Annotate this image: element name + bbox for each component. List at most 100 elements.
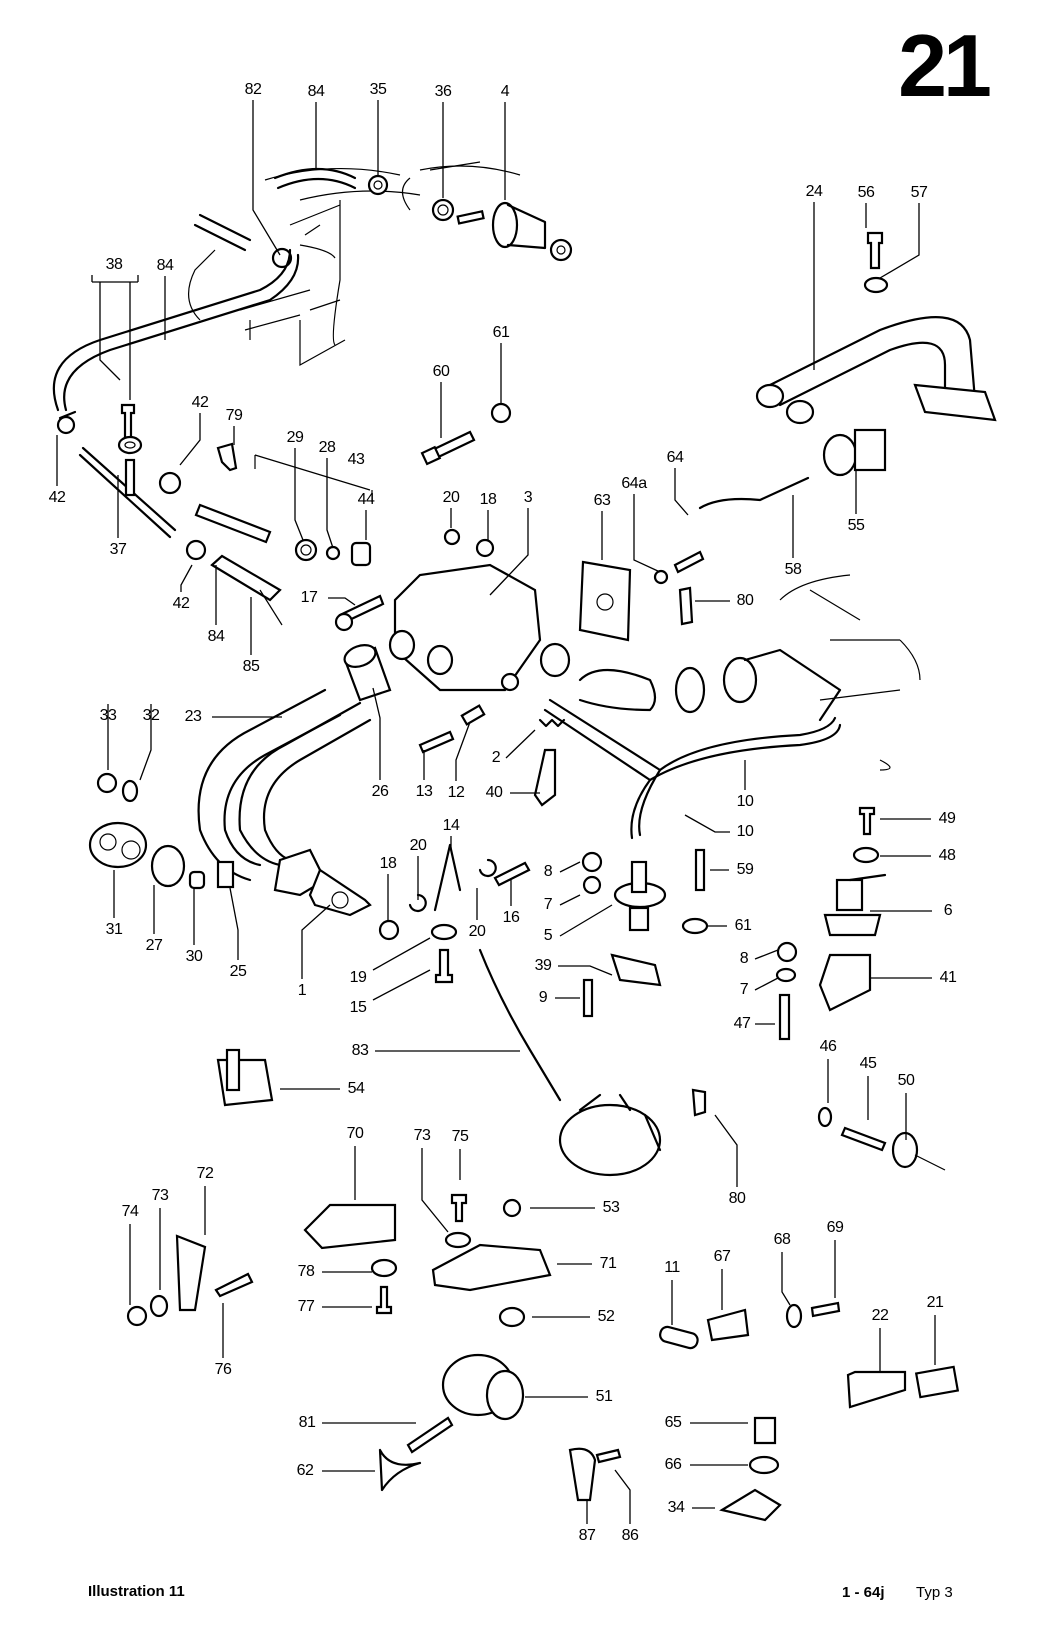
callout-label: 76 [214, 1361, 232, 1378]
page-number: 21 [898, 16, 992, 115]
callout-label: 50 [897, 1072, 915, 1089]
callout-label: 20 [442, 489, 460, 506]
hose-58 [698, 476, 810, 510]
bolt-16 [493, 861, 531, 887]
callout-label: 30 [185, 948, 203, 965]
callout-label: 77 [297, 1298, 315, 1315]
seal-36 [401, 161, 485, 225]
nut-74 [126, 1305, 148, 1327]
callout-label: 85 [242, 658, 260, 675]
clamp-42 [56, 410, 77, 435]
callout-label: 13 [415, 783, 433, 800]
callout-label: 79 [225, 407, 243, 424]
callout-label: 63 [593, 492, 611, 509]
hose-connector [578, 648, 842, 722]
washer-48 [852, 846, 880, 864]
screw-77 [375, 1285, 393, 1315]
leader-lines [56, 100, 936, 1524]
washer-73b [444, 1231, 472, 1249]
callout-label: 42 [48, 489, 66, 506]
bolt-15 [434, 948, 454, 984]
callout-label: 25 [229, 963, 247, 980]
lever-87 [568, 1447, 597, 1502]
callout-label: 61 [492, 324, 510, 341]
bracket-14 [433, 843, 462, 912]
gasket-11 [659, 1325, 699, 1350]
callout-label: 11 [664, 1259, 680, 1276]
callout-label: 59 [736, 861, 754, 878]
callout-label: 26 [371, 783, 389, 800]
callout-label: 80 [736, 592, 754, 609]
callout-label: 6 [943, 902, 953, 919]
callout-label: 62 [296, 1462, 314, 1479]
callout-label: 40 [485, 784, 503, 801]
callout-label: 84 [307, 83, 325, 100]
callout-label: 73 [151, 1187, 169, 1204]
callout-label: 78 [297, 1263, 315, 1280]
callout-label: 61 [734, 917, 752, 934]
washer-7 [582, 875, 602, 895]
washer-73 [149, 1294, 169, 1318]
bracket-22 [846, 1370, 907, 1409]
sleeve-30 [188, 870, 206, 890]
callout-label: 34 [667, 1499, 685, 1516]
module-63 [578, 560, 632, 642]
washer-19 [430, 923, 458, 941]
callout-label: 41 [939, 969, 957, 986]
callout-label: 64 [666, 449, 684, 466]
bracket-34 [719, 1488, 782, 1522]
brush-81 [406, 1416, 454, 1454]
sensor-59 [694, 848, 706, 892]
connector-80b [691, 1088, 707, 1117]
callout-label: 10 [736, 823, 754, 840]
callout-label: 56 [857, 184, 875, 201]
hose-84-long [52, 248, 300, 412]
pin-12 [460, 704, 486, 726]
housing-3 [388, 563, 571, 692]
callout-label: 73 [413, 1127, 431, 1144]
nut-35 [367, 174, 389, 196]
callout-label: 9 [538, 989, 548, 1006]
callout-label: 10 [736, 793, 754, 810]
callout-label: 20 [409, 837, 427, 854]
engine-housing-outline [188, 165, 521, 367]
callout-label: 19 [349, 969, 367, 986]
washer-64a [653, 569, 669, 585]
screw-64 [673, 550, 705, 574]
washer-78 [370, 1258, 398, 1278]
clamp-42b [158, 471, 207, 561]
hose-84-upper [273, 167, 357, 190]
callout-label: 82 [244, 81, 262, 98]
cable-83 [478, 948, 562, 1102]
bracket-79 [216, 442, 238, 472]
callout-label: 27 [145, 937, 163, 954]
callout-label: 15 [349, 999, 367, 1016]
valve-6 [823, 873, 887, 937]
bracket-80 [678, 586, 694, 626]
bolt-17 [334, 594, 385, 632]
plate-71 [431, 1243, 552, 1292]
part-5 [613, 860, 667, 932]
pipe-24 [755, 316, 997, 425]
washer-66 [748, 1455, 780, 1475]
nut-33 [96, 772, 118, 794]
callout-label: 65 [664, 1414, 682, 1431]
callout-label: 84 [156, 257, 174, 274]
washer-20 [443, 528, 461, 546]
sleeve-85 [210, 554, 283, 626]
hose-10 [543, 698, 842, 840]
callout-label: 7 [543, 896, 553, 913]
callout-label: 29 [286, 429, 304, 446]
callout-label: 17 [300, 589, 318, 606]
plate-21 [914, 1365, 960, 1399]
callout-label: 7 [739, 981, 749, 998]
callout-label: 16 [502, 909, 520, 926]
callout-label: 87 [578, 1527, 596, 1544]
distributor [558, 1093, 662, 1177]
bolt-56 [866, 231, 884, 270]
callout-label: 37 [109, 541, 127, 558]
stud-9 [582, 978, 594, 1018]
pipe-82 [193, 213, 293, 269]
callout-label: 80 [728, 1190, 746, 1207]
callout-label: 83 [351, 1042, 369, 1059]
